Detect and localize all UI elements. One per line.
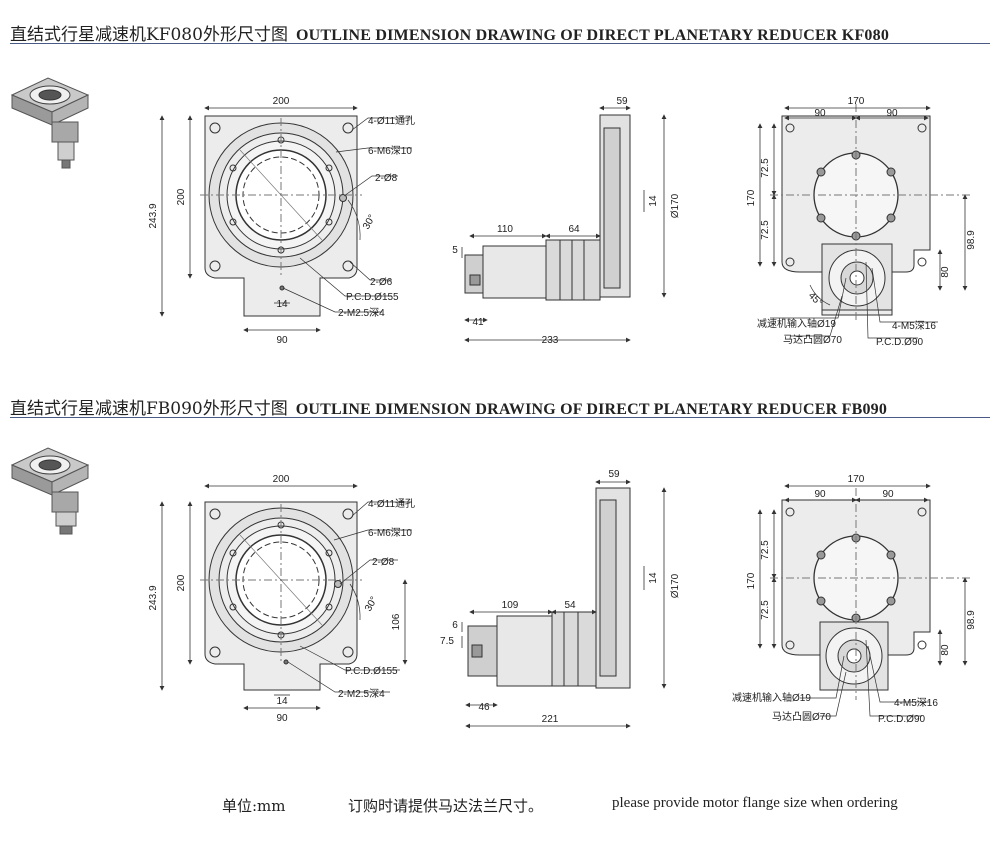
kf080-labels: 200 200 243.9 14 90 4-Ø11通孔 6-M6深10 2-Ø8… [148,96,977,348]
unit-note: 单位:mm [222,797,286,815]
rear-spigot-label: 马达凸圆Ø70 [783,334,842,346]
rear-offset-label: 80 [940,644,951,656]
order-note-zh: 订购时请提供马达法兰尺寸。 [348,797,544,815]
section-title-kf080: 直结式行星减速机KF080外形尺寸图 OUTLINE DIMENSION DRAW… [10,20,889,45]
front-tab-label: 90 [276,335,288,346]
side-dim-label: 106 [391,613,402,630]
kf080-drawing [10,77,970,343]
thread-label: 6-M6深10 [368,527,412,539]
header-rule [10,417,990,418]
fb090-drawing [10,447,970,729]
tap-label: 2-M2.5深4 [338,307,385,319]
side-total-label: 221 [542,714,559,725]
title-en: OUTLINE DIMENSION DRAWING OF DIRECT PLAN… [295,401,888,418]
section-header-fb090: 直结式行星减速机FB090外形尺寸图 OUTLINE DIMENSION DRAW… [10,388,990,419]
front-width-label: 200 [273,96,290,107]
front-boss-label: 14 [276,696,288,707]
rear-h2-label: 72.5 [760,220,771,240]
rear-half-left-label: 90 [814,108,826,119]
side-key-label: 14 [648,572,659,584]
title-en: OUTLINE DIMENSION DRAWING OF DIRECT PLAN… [295,27,890,44]
pcd-label: P.C.D.Ø155 [346,292,399,303]
rear-half-right-label: 90 [886,108,898,119]
rear-center-label: 98.9 [966,610,977,630]
pin2-label: 2-Ø6 [370,277,393,288]
holes-label: 4-Ø11通孔 [368,115,415,127]
side-bore-label: Ø170 [670,193,681,218]
front-tab-label: 90 [276,713,288,724]
rear-width-label: 170 [848,474,865,485]
rear-h2-label: 72.5 [760,600,771,620]
thread-label: 6-M6深10 [368,145,412,157]
rear-center-label: 98.9 [966,230,977,250]
front-total-height-label: 243.9 [148,585,159,610]
side-len2-label: 54 [564,600,576,611]
side-len2-label: 64 [568,224,580,235]
rear-mtap-label: 4-M5深16 [894,697,938,709]
side-view [461,479,667,729]
rear-height-label: 170 [746,572,757,589]
pin-label: 2-Ø8 [375,173,398,184]
front-view [159,105,412,333]
pcd-label: P.C.D.Ø155 [345,666,398,677]
rear-width-label: 170 [848,96,865,107]
rear-half-right-label: 90 [882,489,894,500]
side-total-label: 233 [542,335,559,346]
side-len1-label: 109 [502,600,519,611]
holes-label: 4-Ø11通孔 [368,498,415,510]
angle-label: 30° [363,595,380,614]
section-title-fb090: 直结式行星减速机FB090外形尺寸图 OUTLINE DIMENSION DRAW… [10,394,887,419]
front-view [159,483,412,711]
product-thumbnail [10,77,90,169]
side-shaft2-label: 7.5 [440,636,454,647]
tap-label: 2-M2.5深4 [338,688,385,700]
front-height-label: 200 [176,188,187,205]
rear-view [757,483,970,717]
pin-label: 2-Ø8 [372,557,395,568]
front-height-label: 200 [176,574,187,591]
side-flange-label: 59 [616,96,628,107]
title-zh: 直结式行星减速机KF080外形尺寸图 [10,25,288,45]
rear-spigot-label: 马达凸圆Ø70 [772,711,831,723]
side-flange-label: 59 [608,469,620,480]
section-header-kf080: 直结式行星减速机KF080外形尺寸图 OUTLINE DIMENSION DRAW… [10,14,990,45]
side-shaft-label: 6 [452,620,458,631]
product-thumbnail [10,447,90,535]
angle-label: 30° [361,213,378,232]
side-out-label: 46 [478,702,490,713]
rear-offset-label: 80 [940,266,951,278]
side-len1-label: 110 [497,224,513,235]
order-note-en: please provide motor flange size when or… [612,795,898,811]
rear-input-label: 减速机输入轴Ø19 [757,317,836,330]
front-total-height-label: 243.9 [148,203,159,228]
rear-half-left-label: 90 [814,489,826,500]
side-view [461,105,667,343]
rear-mtap-label: 4-M5深16 [892,320,936,332]
side-shaft-label: 5 [452,245,458,256]
side-out-label: 41 [472,317,484,328]
rear-h1-label: 72.5 [760,158,771,178]
header-rule [10,43,990,44]
title-zh: 直结式行星减速机FB090外形尺寸图 [10,399,288,419]
rear-height-label: 170 [746,189,757,206]
front-boss-label: 14 [276,299,288,310]
rear-pcd-label: P.C.D.Ø90 [876,337,923,348]
rear-view [757,104,970,339]
front-width-label: 200 [273,474,290,485]
side-bore-label: Ø170 [670,573,681,598]
side-key-label: 14 [648,195,659,207]
rear-pcd-label: P.C.D.Ø90 [878,714,925,725]
rear-input-label: 减速机输入轴Ø19 [732,691,811,704]
rear-h1-label: 72.5 [760,540,771,560]
